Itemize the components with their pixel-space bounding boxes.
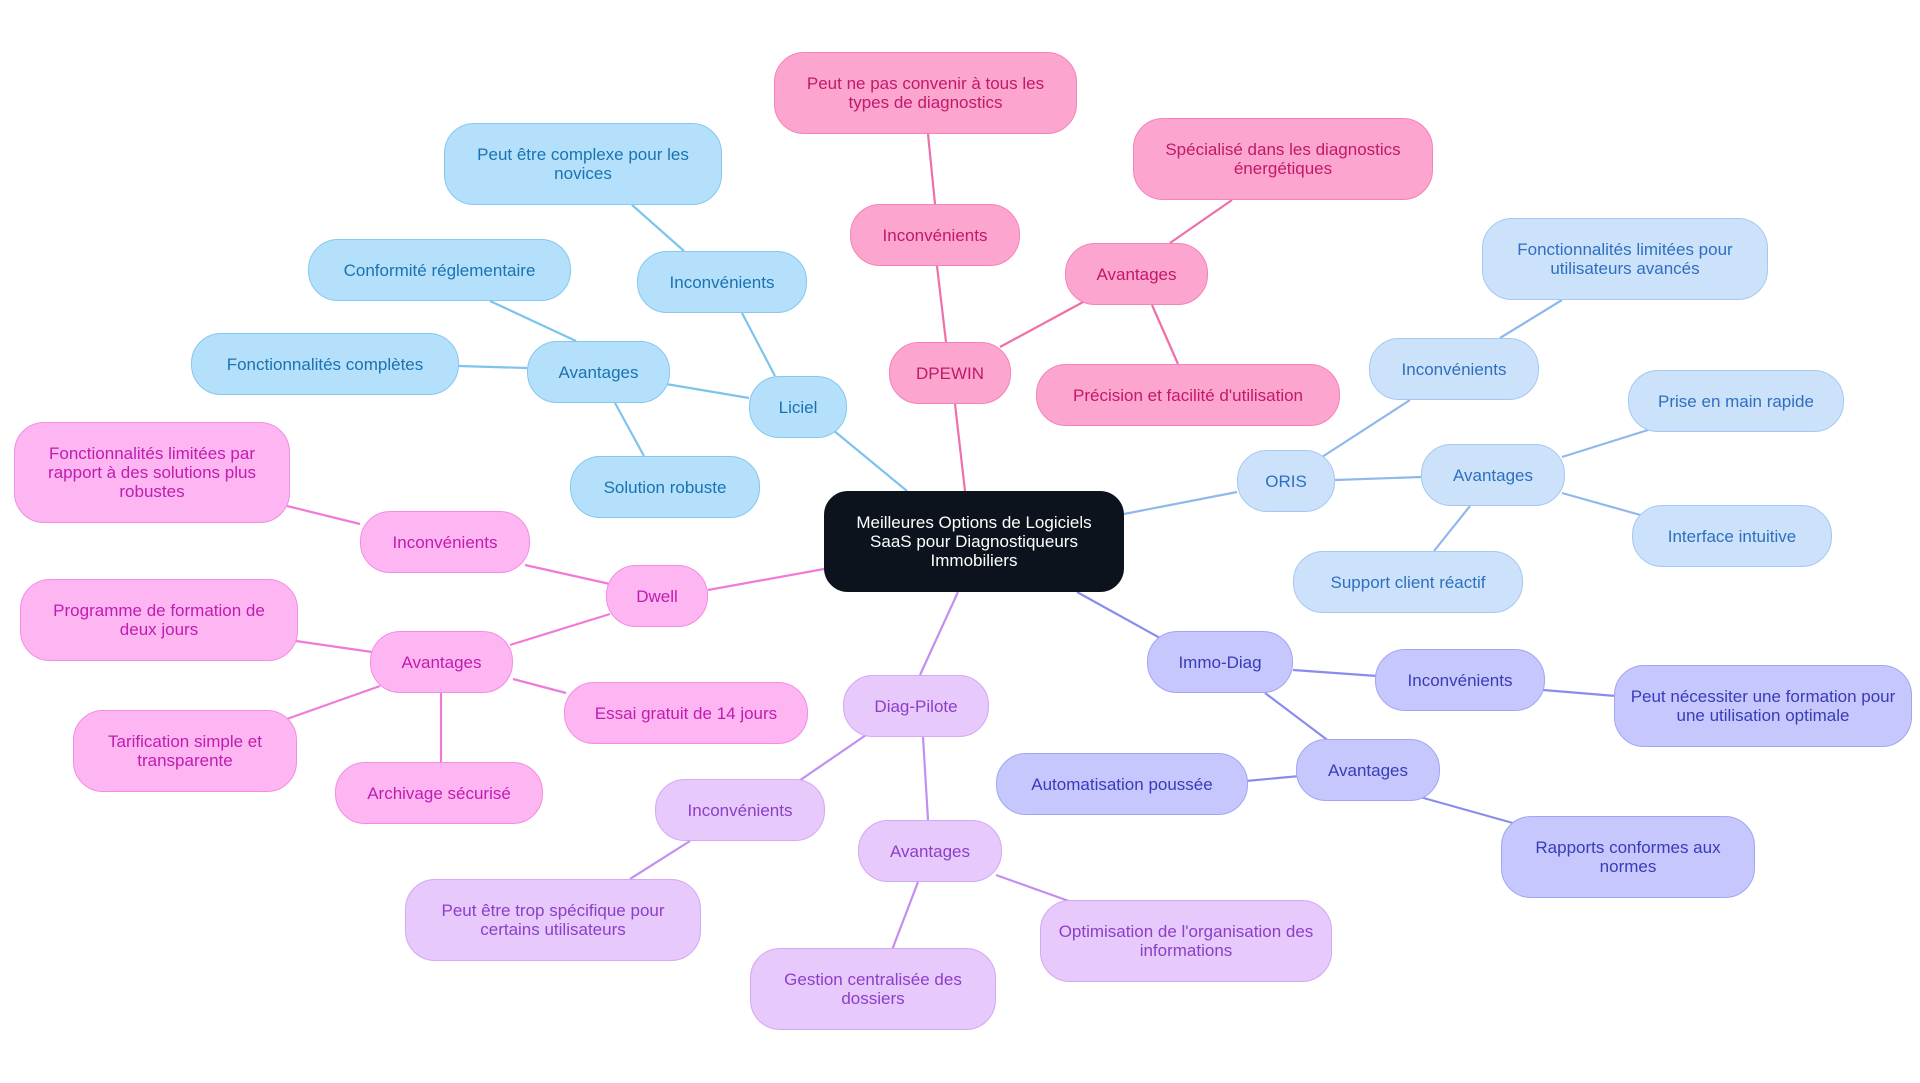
liciel-avantage-item: Solution robuste: [570, 456, 760, 518]
immodiag-inconvenients-node: Inconvénients: [1375, 649, 1545, 711]
liciel-connector: [665, 382, 750, 400]
immodiag-avantages-node: Avantages: [1296, 739, 1440, 801]
oris-connector: [1123, 490, 1238, 516]
oris-inconvenients-node: Inconvénients: [1369, 338, 1539, 400]
liciel-avantages-node: Avantages: [527, 341, 670, 403]
diagpilote-connector: [918, 591, 960, 676]
liciel-connector: [832, 429, 908, 492]
oris-inconvenient-item: Fonctionnalités limitées pour utilisateu…: [1482, 218, 1768, 300]
diagpilote-connector: [629, 840, 691, 880]
oris-avantage-item: Support client réactif: [1293, 551, 1523, 613]
dwell-avantages-node: Avantages: [370, 631, 513, 693]
dpewin-connector: [999, 300, 1086, 348]
oris-avantage-item: Interface intuitive: [1632, 505, 1832, 567]
oris-connector: [1561, 491, 1645, 518]
diagpilote-avantage-item: Gestion centralisée des dossiers: [750, 948, 996, 1030]
liciel-connector: [458, 364, 528, 370]
oris-node: ORIS: [1237, 450, 1335, 512]
oris-connector: [1321, 399, 1411, 458]
diagpilote-avantage-item: Optimisation de l'organisation des infor…: [1040, 900, 1332, 982]
oris-connector: [1334, 475, 1422, 482]
dwell-connector: [707, 567, 825, 592]
dwell-connector: [283, 684, 381, 722]
dpewin-connector: [953, 403, 967, 492]
dpewin-avantage-item: Précision et facilité d'utilisation: [1036, 364, 1340, 426]
liciel-avantage-item: Fonctionnalités complètes: [191, 333, 459, 395]
diagpilote-inconvenients-node: Inconvénients: [655, 779, 825, 841]
dpewin-connector: [1150, 304, 1180, 365]
dwell-inconvenients-node: Inconvénients: [360, 511, 530, 573]
dwell-connector: [524, 563, 611, 586]
liciel-connector: [631, 204, 685, 252]
oris-connector: [1433, 505, 1471, 552]
immodiag-connector: [1419, 795, 1521, 827]
liciel-inconvenient-item: Peut être complexe pour les novices: [444, 123, 722, 205]
dwell-avantage-item: Programme de formation de deux jours: [20, 579, 298, 661]
immodiag-connector: [1245, 774, 1301, 783]
oris-avantage-item: Prise en main rapide: [1628, 370, 1844, 432]
dwell-connector: [286, 504, 361, 526]
dpewin-connector: [935, 265, 948, 343]
diagpilote-connector: [795, 734, 867, 784]
immodiag-avantage-item: Automatisation poussée: [996, 753, 1248, 815]
diagpilote-node: Diag-Pilote: [843, 675, 989, 737]
root-node: Meilleures Options de Logiciels SaaS pou…: [824, 491, 1124, 592]
oris-connector: [1499, 299, 1563, 339]
dwell-node: Dwell: [606, 565, 708, 627]
dwell-connector: [512, 677, 567, 695]
immodiag-connector: [1542, 688, 1617, 698]
liciel-connector: [489, 300, 577, 342]
oris-avantages-node: Avantages: [1421, 444, 1565, 506]
immodiag-avantage-item: Rapports conformes aux normes: [1501, 816, 1755, 898]
immodiag-connector: [1264, 692, 1331, 743]
dwell-connector: [295, 639, 373, 654]
liciel-inconvenients-node: Inconvénients: [637, 251, 807, 313]
dwell-avantage-item: Tarification simple et transparente: [73, 710, 297, 792]
dwell-inconvenient-item: Fonctionnalités limitées par rapport à d…: [14, 422, 290, 523]
diagpilote-connector: [921, 736, 930, 821]
dwell-avantage-item: Essai gratuit de 14 jours: [564, 682, 808, 744]
immodiag-connector: [1076, 591, 1161, 639]
dpewin-node: DPEWIN: [889, 342, 1011, 404]
dpewin-inconvenients-node: Inconvénients: [850, 204, 1020, 266]
liciel-node: Liciel: [749, 376, 847, 438]
oris-connector: [1561, 428, 1649, 459]
dpewin-connector: [926, 133, 937, 205]
dpewin-avantages-node: Avantages: [1065, 243, 1208, 305]
diagpilote-avantages-node: Avantages: [858, 820, 1002, 882]
dpewin-inconvenient-item: Peut ne pas convenir à tous les types de…: [774, 52, 1077, 134]
dpewin-avantage-item: Spécialisé dans les diagnostics énergéti…: [1133, 118, 1433, 200]
dwell-connector: [509, 612, 611, 647]
liciel-connector: [614, 402, 645, 457]
liciel-connector: [741, 312, 776, 377]
diagpilote-connector: [890, 881, 920, 951]
dwell-avantage-item: Archivage sécurisé: [335, 762, 543, 824]
liciel-avantage-item: Conformité réglementaire: [308, 239, 571, 301]
diagpilote-inconvenient-item: Peut être trop spécifique pour certains …: [405, 879, 701, 961]
dpewin-connector: [1169, 199, 1233, 244]
immodiag-connector: [1292, 668, 1378, 678]
immodiag-inconvenient-item: Peut nécessiter une formation pour une u…: [1614, 665, 1912, 747]
immodiag-node: Immo-Diag: [1147, 631, 1293, 693]
